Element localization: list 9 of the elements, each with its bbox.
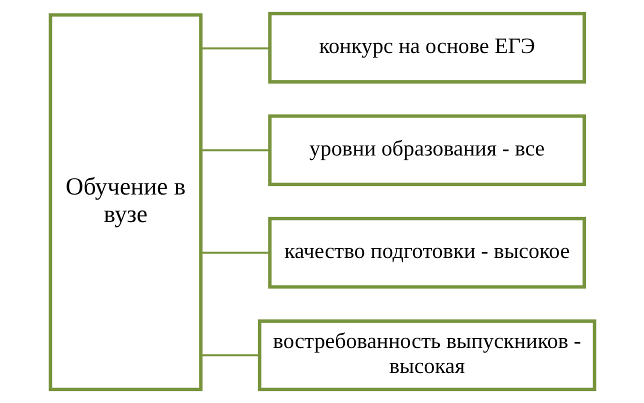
node-box: уровни образования - все <box>268 114 586 186</box>
node-box: востребованность выпускников - высокая <box>257 319 596 392</box>
connector <box>200 149 270 152</box>
node-box: Обучение в вузе <box>48 13 202 392</box>
connector <box>200 354 259 356</box>
node-box: конкурс на основе ЕГЭ <box>268 12 586 84</box>
node-box: качество подготовки - высокое <box>268 216 586 289</box>
connector <box>200 47 270 50</box>
connector <box>200 252 270 254</box>
